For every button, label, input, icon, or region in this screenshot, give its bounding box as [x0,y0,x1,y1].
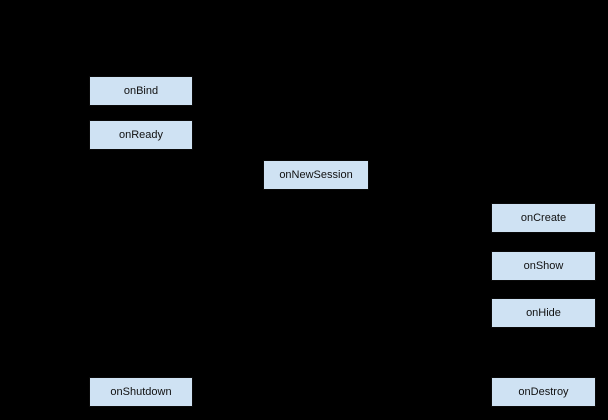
node-onbind: onBind [89,76,193,106]
node-onready: onReady [89,120,193,150]
node-onshutdown: onShutdown [89,377,193,407]
node-onhide: onHide [491,298,596,328]
node-onshow: onShow [491,251,596,281]
node-ondestroy: onDestroy [491,377,596,407]
node-oncreate: onCreate [491,203,596,233]
node-onnewsession: onNewSession [263,160,369,190]
